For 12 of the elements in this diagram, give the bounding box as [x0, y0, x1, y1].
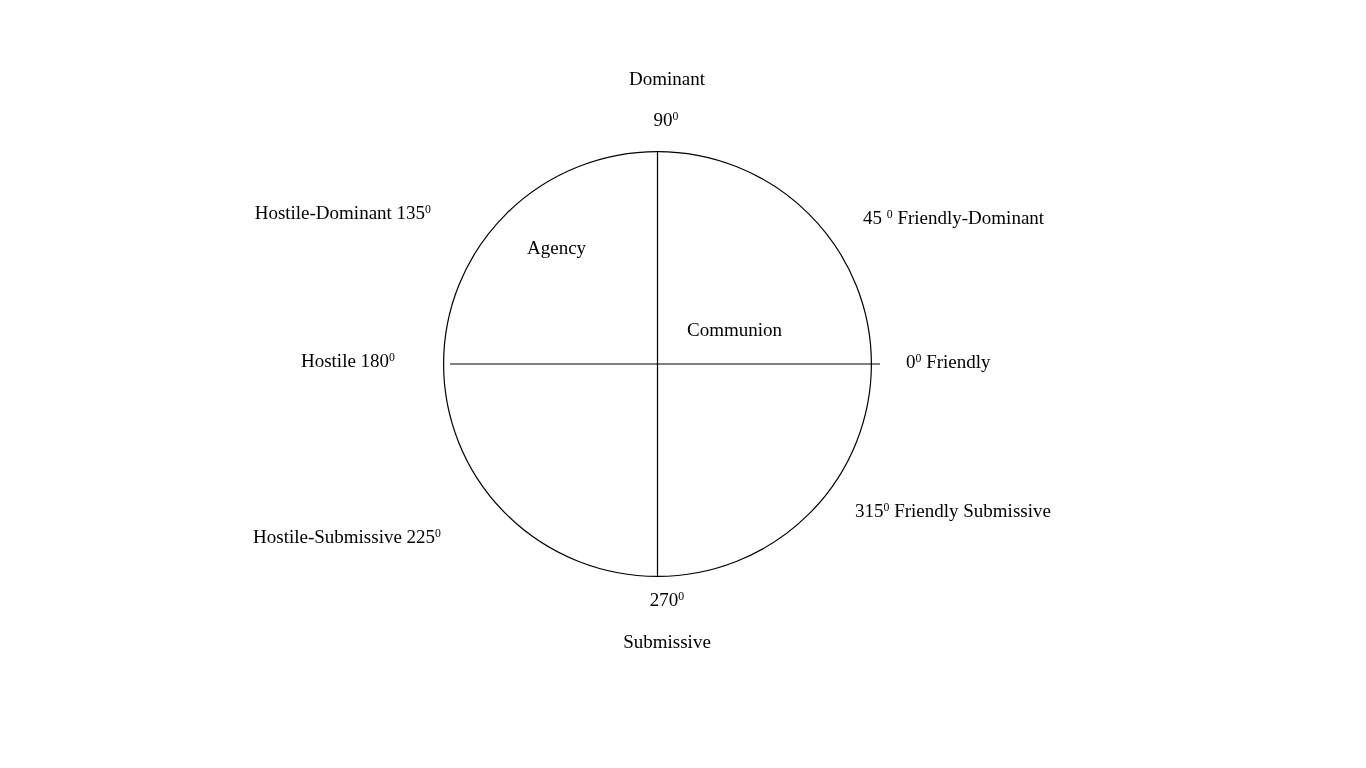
angle-label: 270$^{0}$: [649, 589, 685, 611]
octant-label: 0$^{0}$ Friendly: [906, 351, 991, 373]
pole-label: Submissive: [623, 631, 711, 653]
octant-label: Hostile-Submissive 225$^{0}$: [253, 526, 441, 548]
quadrant-label: Communion: [687, 319, 782, 341]
octant-label: 315$^{0}$ Friendly Submissive: [855, 500, 1051, 522]
octant-label: 45 $^{0}$ Friendly-Dominant: [863, 207, 1045, 229]
angle-label: 90$^{0}$: [653, 109, 679, 131]
octant-label: Hostile 180$^{0}$: [300, 350, 395, 372]
octant-label: Hostile-Dominant 135$^{0}$: [254, 202, 431, 224]
pole-label: Dominant: [629, 68, 705, 90]
quadrant-label: Agency: [527, 237, 587, 259]
